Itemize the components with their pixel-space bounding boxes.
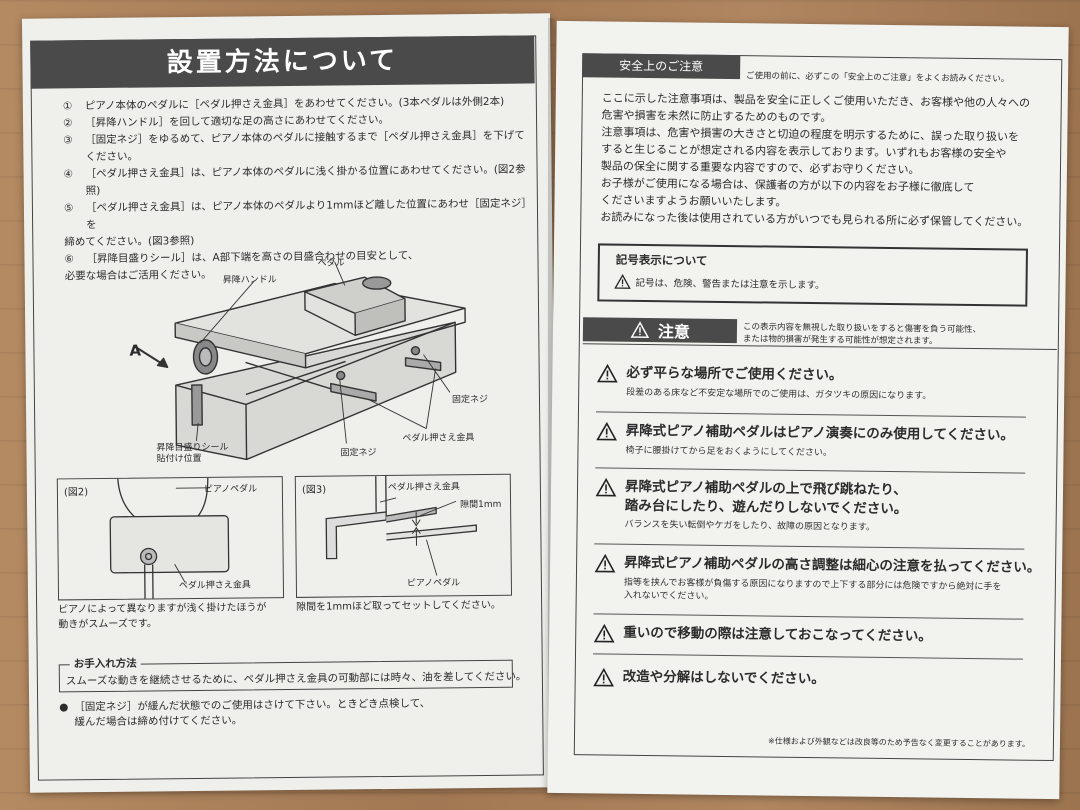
figure-3: (図3) ペダル押さえ金具 隙間1mm ピアノペダル — [294, 473, 513, 598]
safety-section-tab: 安全上のご注意 — [582, 53, 741, 80]
fig2-label-clamp: ペダル押さえ金具 — [178, 580, 251, 592]
figure-2: (図2) ピアノペダル ペダル押さえ金具 — [56, 476, 285, 601]
caution-banner: 注意 — [582, 317, 738, 344]
page-title: 設置方法について — [30, 35, 535, 89]
fig3-label-gap: 隙間1mm — [460, 499, 502, 511]
pedal-assembly-diagram: A 昇降ハンドル ペダル 昇降目盛りシール 貼付け位置 固定ネジ 固定ネジ ペダ… — [104, 241, 546, 476]
label-lift-handle: 昇降ハンドル — [222, 275, 277, 286]
maintenance-title: お手入れ方法 — [69, 655, 141, 672]
maintenance-text: スムーズな動きを継続させるために、ペダル押さえ金具の可動部には時々、油を差してく… — [65, 670, 527, 688]
fig3-label-clamp: ペダル押さえ金具 — [387, 482, 460, 493]
right-page: 安全上のご注意 ご使用の前に、必ずこの「安全上のご注意」をよくお読みください。 … — [547, 20, 1069, 800]
warning-triangle-icon — [593, 667, 614, 687]
figure-2-caption: ピアノによって異なりますが浅く掛けたほうが 動きがスムーズです。 — [58, 602, 267, 631]
figure-2-illustration — [109, 477, 230, 599]
label-fixing-screw-right: 固定ネジ — [451, 394, 489, 406]
warning-3-heading: 昇降式ピアノ補助ペダルの上で飛び跳ねたり、 踏み台にしたり、遊んだりしないでくだ… — [624, 478, 908, 518]
warning-item-4: 昇降式ピアノ補助ペダルの高さ調整は細心の注意を払ってください。 指等を挟んでお客… — [593, 553, 1045, 620]
label-scale-sticker: 昇降目盛りシール 貼付け位置 — [156, 442, 229, 465]
warning-triangle-icon — [596, 421, 617, 441]
figure-3-caption: 隙間を1mmほど取ってセットしてください。 — [296, 599, 501, 613]
step-3: ③［固定ネジ］をゆるめて、ピアノ本体のペダルに接触するまで［ペダル押さえ金具］を… — [63, 129, 525, 164]
figure-3-illustration — [325, 475, 478, 576]
warning-item-2: 昇降式ピアノ補助ペダルはピアノ演奏にのみ使用してください。 椅子に腰掛けてから足… — [595, 421, 1045, 474]
symbol-legend-line: 記号は、危険、警告または注意を示します。 — [613, 274, 825, 293]
warning-6-heading: 改造や分解はしないでください。 — [622, 668, 825, 688]
step-4: ④［ペダル押さえ金具］は、ピアノ本体のペダルに浅く掛かる位置にあわせてください。… — [63, 163, 526, 198]
symbol-legend-text: 記号は、危険、警告または注意を示します。 — [635, 277, 825, 292]
caution-label: 注意 — [657, 322, 691, 342]
label-pedal: ペダル — [317, 258, 345, 269]
label-a: A — [129, 341, 142, 360]
warning-triangle-icon — [630, 321, 650, 338]
fig3-label-piano-pedal: ピアノペダル — [406, 578, 461, 589]
warning-item-5: 重いので移動の際は注意しておこなってください。 — [592, 623, 1043, 660]
warning-triangle-icon — [614, 274, 631, 289]
safety-intro: ここに示した注意事項は、製品を安全に正しくご使用いただき、お客様や他の人々への … — [600, 91, 1031, 229]
symbol-legend-title: 記号表示について — [615, 252, 708, 268]
maintenance-box: お手入れ方法 スムーズな動きを継続させるために、ペダル押さえ金具の可動部には時々… — [58, 655, 526, 693]
screw-note-text: ［固定ネジ］が緩んだ状態でのご使用はさけて下さい。ときどき点検して、 緩んだ場合… — [74, 697, 431, 729]
warning-2-heading: 昇降式ピアノ補助ペダルはピアノ演奏にのみ使用してください。 — [625, 422, 1015, 444]
step-5: ⑤［ペダル押さえ金具］は、ピアノ本体のペダルより1mmほど離した位置にあわせ［固… — [63, 197, 532, 232]
warning-triangle-icon — [595, 477, 617, 497]
symbol-legend-box: 記号表示について 記号は、危険、警告または注意を示します。 — [597, 243, 1028, 307]
label-fixing-screw-left: 固定ネジ — [340, 448, 377, 459]
warning-triangle-icon — [593, 623, 615, 643]
warning-4-heading: 昇降式ピアノ補助ペダルの高さ調整は細心の注意を払ってください。 — [624, 554, 1041, 576]
fig2-label-piano-pedal: ピアノペダル — [203, 484, 258, 495]
warning-item-6: 改造や分解はしないでください。 — [593, 667, 1043, 692]
caution-description: この表示内容を無視した取り扱いをすると傷害を負う可能性、 または物的損害が発生す… — [742, 322, 982, 347]
warning-item-1: 必ず平らな場所でご使用ください。 段差のある床など不安定な場所でのご使用は、ガタ… — [595, 363, 1046, 418]
pedal-illustration — [132, 261, 466, 461]
warning-triangle-icon — [594, 553, 616, 573]
warning-1-heading: 必ず平らな場所でご使用ください。 — [626, 364, 843, 384]
bullet-mark: ● — [59, 701, 69, 714]
warning-triangle-icon — [596, 363, 618, 383]
screw-note: ● ［固定ネジ］が緩んだ状態でのご使用はさけて下さい。ときどき点検して、 緩んだ… — [59, 696, 519, 731]
label-pedal-clamp: ペダル押さえ金具 — [402, 433, 475, 444]
warning-4-detail: 指等を挟んでお客様が負傷する原因になりますので上下する部分には危険ですから絶対に… — [623, 577, 1002, 602]
warning-5-heading: 重いので移動の際は注意しておこなってください。 — [623, 624, 932, 645]
warning-item-3: 昇降式ピアノ補助ペダルの上で飛び跳ねたり、 踏み台にしたり、遊んだりしないでくだ… — [594, 477, 1046, 550]
